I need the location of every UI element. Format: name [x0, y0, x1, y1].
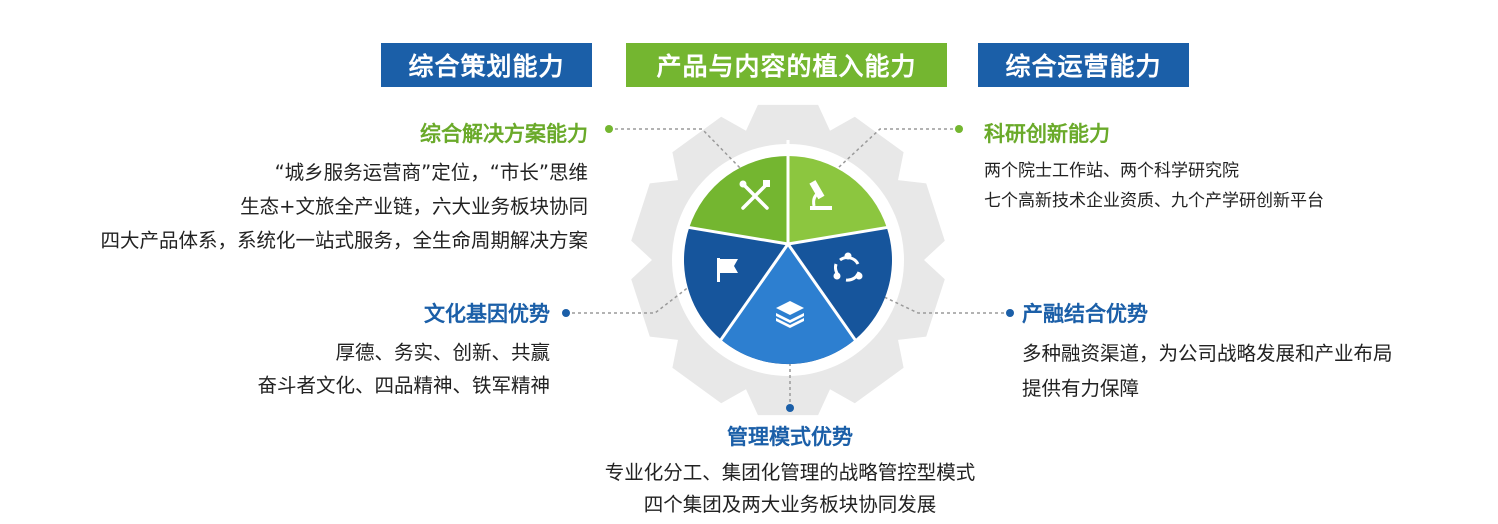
segment-green-right — [788, 156, 887, 244]
layers-icon — [776, 301, 804, 328]
flag-icon — [717, 258, 738, 282]
tools-icon — [739, 180, 770, 210]
block-line: 两个院士工作站、两个科学研究院 — [984, 161, 1239, 181]
segment-green-left — [689, 156, 788, 244]
block-line: 四大产品体系，系统化一站式服务，全生命周期解决方案 — [100, 229, 588, 252]
block-line: 七个高新技术企业资质、九个产学研创新平台 — [984, 191, 1324, 211]
block-line: “城乡服务运营商”定位，“市长”思维 — [274, 161, 588, 184]
block-culture-gene: 文化基因优势 厚德、务实、创新、共赢 奋斗者文化、四品精神、铁军精神 — [257, 298, 550, 402]
block-industry-finance: 产融结合优势 多种融资渠道，为公司战略发展和产业布局 提供有力保障 — [1022, 298, 1393, 406]
connector-top-right — [837, 128, 959, 169]
block-line: 四个集团及两大业务板块协同发展 — [643, 493, 937, 516]
block-title: 文化基因优势 — [424, 302, 550, 326]
connector-top-left — [609, 128, 743, 171]
block-management-mode: 管理模式优势 专业化分工、集团化管理的战略管控型模式 四个集团及两大业务板块协同… — [560, 421, 1020, 521]
block-line: 多种融资渠道，为公司战略发展和产业布局 — [1022, 342, 1393, 365]
microscope-icon — [809, 180, 832, 210]
header-product-content-implant: 产品与内容的植入能力 — [626, 43, 947, 87]
block-line: 奋斗者文化、四品精神、铁军精神 — [257, 374, 550, 397]
cycle-icon — [833, 252, 863, 282]
block-title: 综合解决方案能力 — [420, 122, 588, 146]
connector-dots — [562, 125, 1014, 412]
block-line: 提供有力保障 — [1022, 377, 1140, 400]
block-line: 厚德、务实、创新、共赢 — [335, 341, 550, 364]
block-line: 生态+文旅全产业链，六大业务板块协同 — [240, 195, 588, 218]
block-title: 科研创新能力 — [984, 122, 1110, 146]
connector-mid-right — [879, 294, 1010, 314]
block-solution-capability: 综合解决方案能力 “城乡服务运营商”定位，“市长”思维 生态+文旅全产业链，六大… — [100, 118, 588, 258]
block-title: 产融结合优势 — [1022, 302, 1148, 326]
block-line: 专业化分工、集团化管理的战略管控型模式 — [604, 461, 976, 484]
block-research-innovation: 科研创新能力 两个院士工作站、两个科学研究院 七个高新技术企业资质、九个产学研创… — [984, 118, 1324, 216]
header-integrated-planning: 综合策划能力 — [381, 43, 592, 87]
block-title: 管理模式优势 — [727, 425, 853, 449]
header-integrated-operation: 综合运营能力 — [978, 43, 1189, 87]
